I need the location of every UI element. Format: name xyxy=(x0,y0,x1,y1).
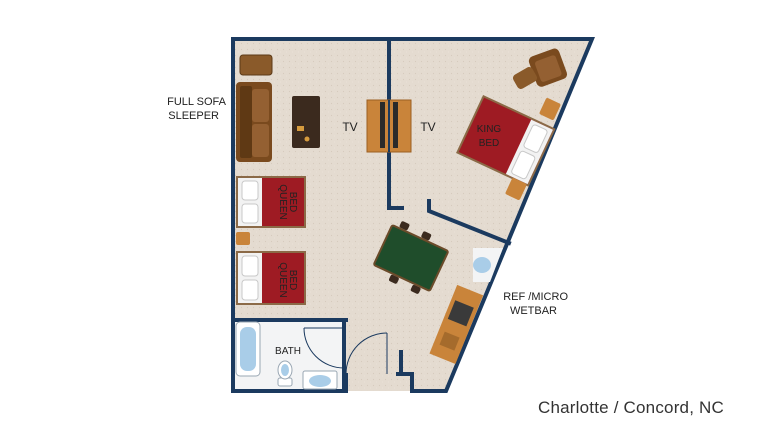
nightstand-upper xyxy=(539,98,561,120)
walls xyxy=(231,37,595,393)
tv-left-label: TV xyxy=(342,120,357,134)
sofa-sleeper xyxy=(236,82,272,162)
wetbar-label-line2: WETBAR xyxy=(510,305,557,317)
side-table xyxy=(512,67,538,89)
queen-bed-1-label-line2: BED xyxy=(287,192,298,213)
queen-bed-1 xyxy=(236,176,306,245)
sofa-ottoman xyxy=(239,54,273,76)
king-bed xyxy=(456,94,556,187)
wetbar-sink xyxy=(473,248,503,282)
nightstand-lower xyxy=(505,178,527,200)
sofa-label-line2: SLEEPER xyxy=(168,110,219,122)
entry-door xyxy=(345,332,388,375)
tv-right-label: TV xyxy=(420,120,435,134)
bath-label: BATH xyxy=(275,346,301,357)
armchair xyxy=(528,48,568,87)
wetbar-counter xyxy=(429,284,484,364)
coffee-table xyxy=(292,96,320,148)
bathroom-sink xyxy=(302,370,338,390)
tv-console xyxy=(366,99,412,153)
bathroom-door xyxy=(303,327,345,369)
dining-table xyxy=(373,221,449,294)
queen-bed-2-label-line2: BED xyxy=(287,270,298,291)
bathtub xyxy=(235,321,261,377)
toilet xyxy=(277,360,293,387)
location-caption: Charlotte / Concord, NC xyxy=(538,398,725,417)
queen-bed-2-label-line1: QUEEN xyxy=(277,262,288,298)
queen-bed-1-label-line1: QUEEN xyxy=(277,184,288,220)
wetbar-label-line1: REF /MICRO xyxy=(503,291,568,303)
sofa-label-line1: FULL SOFA xyxy=(167,96,227,108)
king-bed-label-line1: KING xyxy=(477,124,502,135)
king-bed-label-line2: BED xyxy=(479,138,500,149)
queen-bed-2 xyxy=(236,251,306,305)
